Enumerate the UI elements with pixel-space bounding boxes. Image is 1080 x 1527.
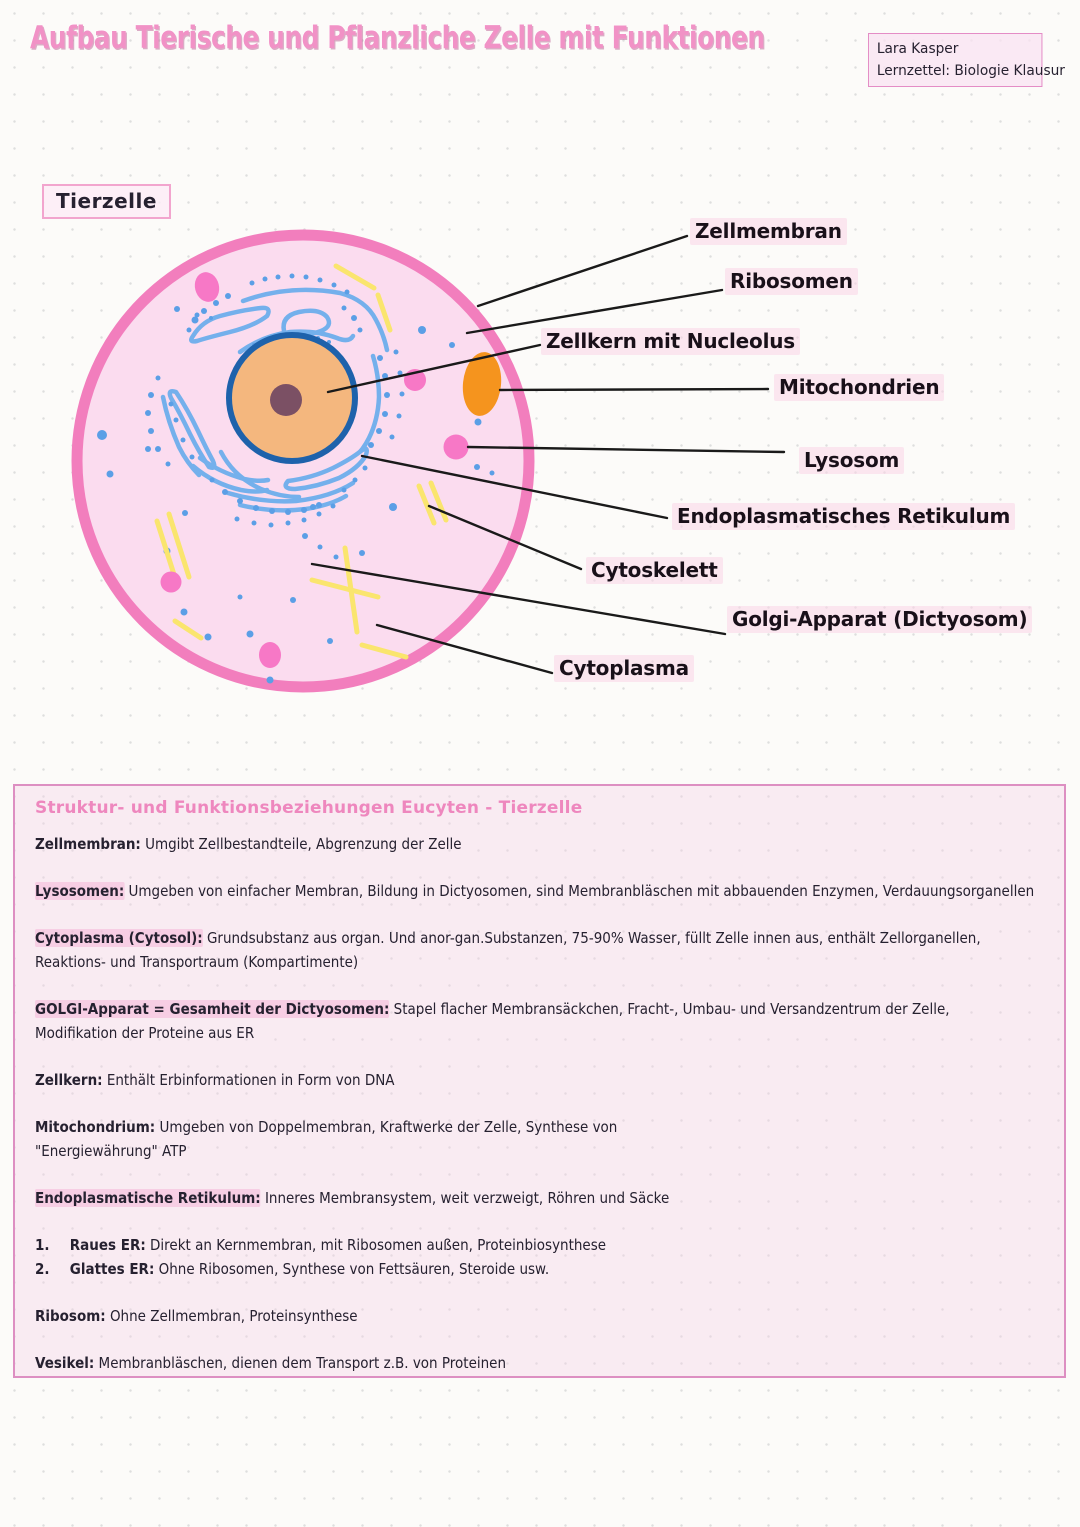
- line-ribosomen: [465, 288, 724, 335]
- label-cytoskelett: Cytoskelett: [586, 557, 723, 584]
- endoplasmic-reticulum-drawing: [160, 287, 390, 513]
- line-endoplasmatisches-retikulum: [360, 454, 669, 520]
- entry-term: Ribosom:: [35, 1307, 106, 1325]
- line-mitochondrien: [498, 387, 770, 392]
- entry-desc: Umgeben von einfacher Membran, Bildung i…: [124, 882, 1035, 900]
- nucleolus: [270, 384, 302, 416]
- cytoskeleton-lines: [154, 263, 449, 660]
- author-subtitle: Lernzettel: Biologie Klausur: [876, 63, 1065, 79]
- line-golgi-apparat: [310, 562, 727, 636]
- entry-desc: Membranbläschen, dienen dem Transport z.…: [94, 1354, 506, 1372]
- lysosome: [259, 642, 281, 668]
- lysosome: [160, 571, 182, 593]
- list-item-glattes-er: 2. Glattes ER: Ohne Ribosomen, Synthese v…: [35, 1257, 1036, 1281]
- entry-desc: Ohne Ribosomen, Synthese von Fettsäuren,…: [154, 1260, 550, 1278]
- info-entry-endoplasmatisches-retikulum: Endoplasmatische Retikulum: Inneres Memb…: [35, 1186, 1036, 1210]
- info-entry-zellmembran: Zellmembran: Umgibt Zellbestandteile, Ab…: [35, 832, 1036, 856]
- info-entry-golgi: GOLGI-Apparat = Gesamheit der Dictyosome…: [35, 997, 1036, 1045]
- line-lysosom: [466, 445, 786, 454]
- label-zellmembran: Zellmembran: [690, 218, 847, 245]
- entry-term: Lysosomen:: [35, 882, 125, 900]
- info-entry-vesikel: Vesikel: Membranbläschen, dienen dem Tra…: [35, 1351, 1036, 1375]
- entry-term: Zellkern:: [35, 1071, 103, 1089]
- line-cytoskelett: [427, 504, 583, 571]
- info-entry-ribosom: Ribosom: Ohne Zellmembran, Proteinsynthe…: [35, 1304, 1036, 1328]
- entry-desc: Umgeben von Doppelmembran, Kraftwerke de…: [35, 1118, 618, 1160]
- label-zellkern: Zellkern mit Nucleolus: [541, 328, 800, 355]
- line-cytoplasma: [375, 623, 554, 675]
- line-zellkern: [326, 343, 542, 394]
- entry-term: Endoplasmatische Retikulum:: [35, 1189, 261, 1207]
- page-title: Aufbau Tierische und Pflanzliche Zelle m…: [30, 20, 765, 56]
- label-lines: [310, 234, 786, 675]
- label-golgi-apparat: Golgi-Apparat (Dictyosom): [727, 606, 1033, 633]
- list-number: 2.: [35, 1260, 50, 1278]
- entry-term: GOLGI-Apparat = Gesamheit der Dictyosome…: [35, 1000, 390, 1018]
- mitochondrion: [462, 352, 502, 416]
- author-name: Lara Kasper: [876, 41, 959, 57]
- lysosome: [194, 272, 220, 302]
- cell-diagram: [71, 229, 786, 693]
- info-box: Struktur- und Funktionsbeziehungen Eucyt…: [13, 784, 1066, 1378]
- info-entry-zellkern: Zellkern: Enthält Erbinformationen in Fo…: [35, 1068, 1036, 1092]
- label-endoplasmatisches-retikulum: Endoplasmatisches Retikulum: [672, 503, 1016, 530]
- entry-desc: Inneres Membransystem, weit verzweigt, R…: [260, 1189, 670, 1207]
- entry-desc: Grundsubstanz aus organ. Und anor-gan.Su…: [35, 929, 981, 971]
- entry-desc: Ohne Zellmembran, Proteinsynthese: [105, 1307, 358, 1325]
- label-lysosom: Lysosom: [799, 447, 905, 474]
- label-ribosomen: Ribosomen: [725, 268, 858, 295]
- section-label-tierzelle: Tierzelle: [42, 184, 171, 219]
- info-entry-cytoplasma: Cytoplasma (Cytosol): Grundsubstanz aus …: [35, 926, 1036, 974]
- line-zellmembran: [476, 234, 689, 308]
- entry-desc: Direkt an Kernmembran, mit Ribosomen auß…: [145, 1236, 607, 1254]
- entry-term: Mitochondrium:: [35, 1118, 156, 1136]
- entry-term: Raues ER:: [69, 1236, 146, 1254]
- list-number: 1.: [35, 1236, 50, 1254]
- info-entry-lysosomen: Lysosomen: Umgeben von einfacher Membran…: [35, 879, 1036, 903]
- entry-term: Glattes ER:: [69, 1260, 155, 1278]
- entry-term: Cytoplasma (Cytosol):: [35, 929, 203, 947]
- entry-term: Vesikel:: [35, 1354, 95, 1372]
- author-box: Lara Kasper Lernzettel: Biologie Klausur: [868, 33, 1065, 87]
- lysosome: [443, 434, 469, 460]
- entry-term: Zellmembran:: [35, 835, 141, 853]
- entry-desc: Enthält Erbinformationen in Form von DNA: [102, 1071, 395, 1089]
- label-mitochondrien: Mitochondrien: [774, 374, 945, 401]
- ribosome-dots: [97, 273, 495, 684]
- label-cytoplasma: Cytoplasma: [554, 655, 694, 682]
- entry-desc: Stapel flacher Membransäckchen, Fracht-,…: [35, 1000, 950, 1042]
- info-entry-mitochondrium: Mitochondrium: Umgeben von Doppelmembran…: [35, 1115, 1036, 1163]
- er-type-list: 1. Raues ER: Direkt an Kernmembran, mit R…: [35, 1233, 1036, 1281]
- list-item-raues-er: 1. Raues ER: Direkt an Kernmembran, mit R…: [35, 1233, 1036, 1257]
- info-heading: Struktur- und Funktionsbeziehungen Eucyt…: [35, 798, 583, 818]
- entry-desc: Umgibt Zellbestandteile, Abgrenzung der …: [140, 835, 462, 853]
